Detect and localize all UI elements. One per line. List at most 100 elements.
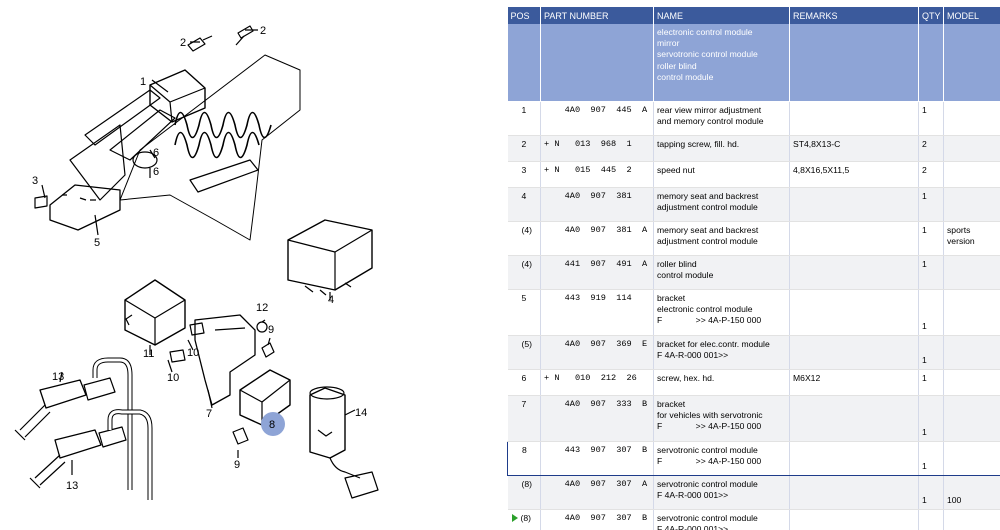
cell-qty: 1 [918,221,944,256]
callout-9[interactable]: 9 [268,324,274,336]
cell-part-number[interactable]: 443 907 307 B [540,440,654,476]
callout-2-second[interactable]: 2 [260,25,266,37]
callout-2[interactable]: 2 [180,37,186,49]
cell-model [943,161,1000,188]
cell-pos: 3 [507,161,541,188]
cell-pos: 7 [507,395,541,442]
cell-remarks [789,187,919,222]
cell-part-number[interactable]: 443 919 114 [540,289,654,336]
cell-model [943,255,1000,290]
column-header-remarks[interactable]: REMARKS [789,7,919,24]
play-arrow-icon[interactable] [511,513,518,522]
cell-qty: 1 [918,509,944,530]
exploded-parts-diagram: 1 2 2 3 4 5 6 6 7 8 9 9 10 10 11 12 13 1… [0,0,498,530]
parts-table-panel: POS PART NUMBER NAME REMARKS QTY MODEL e… [507,7,1000,530]
parts-table: POS PART NUMBER NAME REMARKS QTY MODEL e… [507,7,1000,530]
cell-remarks [789,509,919,530]
callout-4[interactable]: 4 [328,294,334,306]
callout-6-second[interactable]: 6 [153,166,159,178]
callout-5[interactable]: 5 [94,237,100,249]
cell-pos: 4 [507,187,541,222]
callout-11[interactable]: 11 [143,348,154,360]
cell-remarks: M6X12 [789,369,919,396]
cell-pos: (5) [507,335,541,370]
cell-remarks [789,335,919,370]
column-header-name[interactable]: NAME [653,7,790,24]
cell-name: screw, hex. hd. [653,369,790,396]
cell-part-number[interactable]: 4A0 907 445 A [540,101,654,136]
cell-name: tapping screw, fill. hd. [653,135,790,162]
group-title: electronic control module mirror servotr… [653,24,790,102]
cell-remarks [789,101,919,136]
cell-remarks: 4,8X16,5X11,5 [789,161,919,188]
cell-part-number[interactable]: + N 013 968 1 [540,135,654,162]
cell-pos: 8 [507,440,541,476]
callout-13-second[interactable]: 13 [66,480,78,492]
cell-pos: 2 [507,135,541,162]
cell-pos: (8) [507,475,541,510]
cell-qty: 1 [918,440,944,476]
callout-13[interactable]: 13 [52,371,64,383]
cell-model [943,135,1000,162]
column-header-pos[interactable]: POS [507,7,541,24]
cell-qty: 1 [918,369,944,396]
cell-qty: 1 [918,187,944,222]
cell-part-number[interactable]: 4A0 907 381 [540,187,654,222]
callout-10[interactable]: 10 [187,347,199,359]
cell-qty: 2 [918,135,944,162]
callout-3[interactable]: 3 [32,175,38,187]
callout-7[interactable]: 7 [206,408,212,420]
callout-10-second[interactable]: 10 [167,372,179,384]
callout-1[interactable]: 1 [140,76,146,88]
cell-pos: 6 [507,369,541,396]
column-header-part-number[interactable]: PART NUMBER [540,7,654,24]
cell-part-number[interactable]: + N 015 445 2 [540,161,654,188]
cell-model: S4, S4 4.2 [943,509,1000,530]
cell-part-number[interactable]: 4A0 907 333 B [540,395,654,442]
cell-part-number[interactable]: + N 010 212 26 [540,369,654,396]
cell-qty: 1 [918,101,944,136]
cell-model [943,335,1000,370]
callout-9-second[interactable]: 9 [234,459,240,471]
callout-14[interactable]: 14 [355,407,367,419]
callout-6[interactable]: 6 [153,147,159,159]
cell-qty: 2 [918,161,944,188]
cell-part-number[interactable]: 4A0 907 369 E [540,335,654,370]
column-header-model[interactable]: MODEL [943,7,1000,24]
column-header-qty[interactable]: QTY [918,7,944,24]
cell-remarks [789,440,919,476]
cell-remarks [789,221,919,256]
cell-part-number[interactable]: 4A0 907 307 B [540,509,654,530]
callout-12[interactable]: 12 [256,302,268,314]
cell-model [943,369,1000,396]
cell-part-number[interactable]: 4A0 907 381 A [540,221,654,256]
cell-part-number[interactable]: 441 907 491 A [540,255,654,290]
callout-8[interactable]: 8 [269,419,275,431]
cell-remarks: ST4,8X13-C [789,135,919,162]
cell-model [943,101,1000,136]
cell-qty: 1 [918,289,944,336]
cell-pos: (8) [507,509,541,530]
cell-qty: 1 [918,475,944,510]
cell-part-number[interactable]: 4A0 907 307 A [540,475,654,510]
